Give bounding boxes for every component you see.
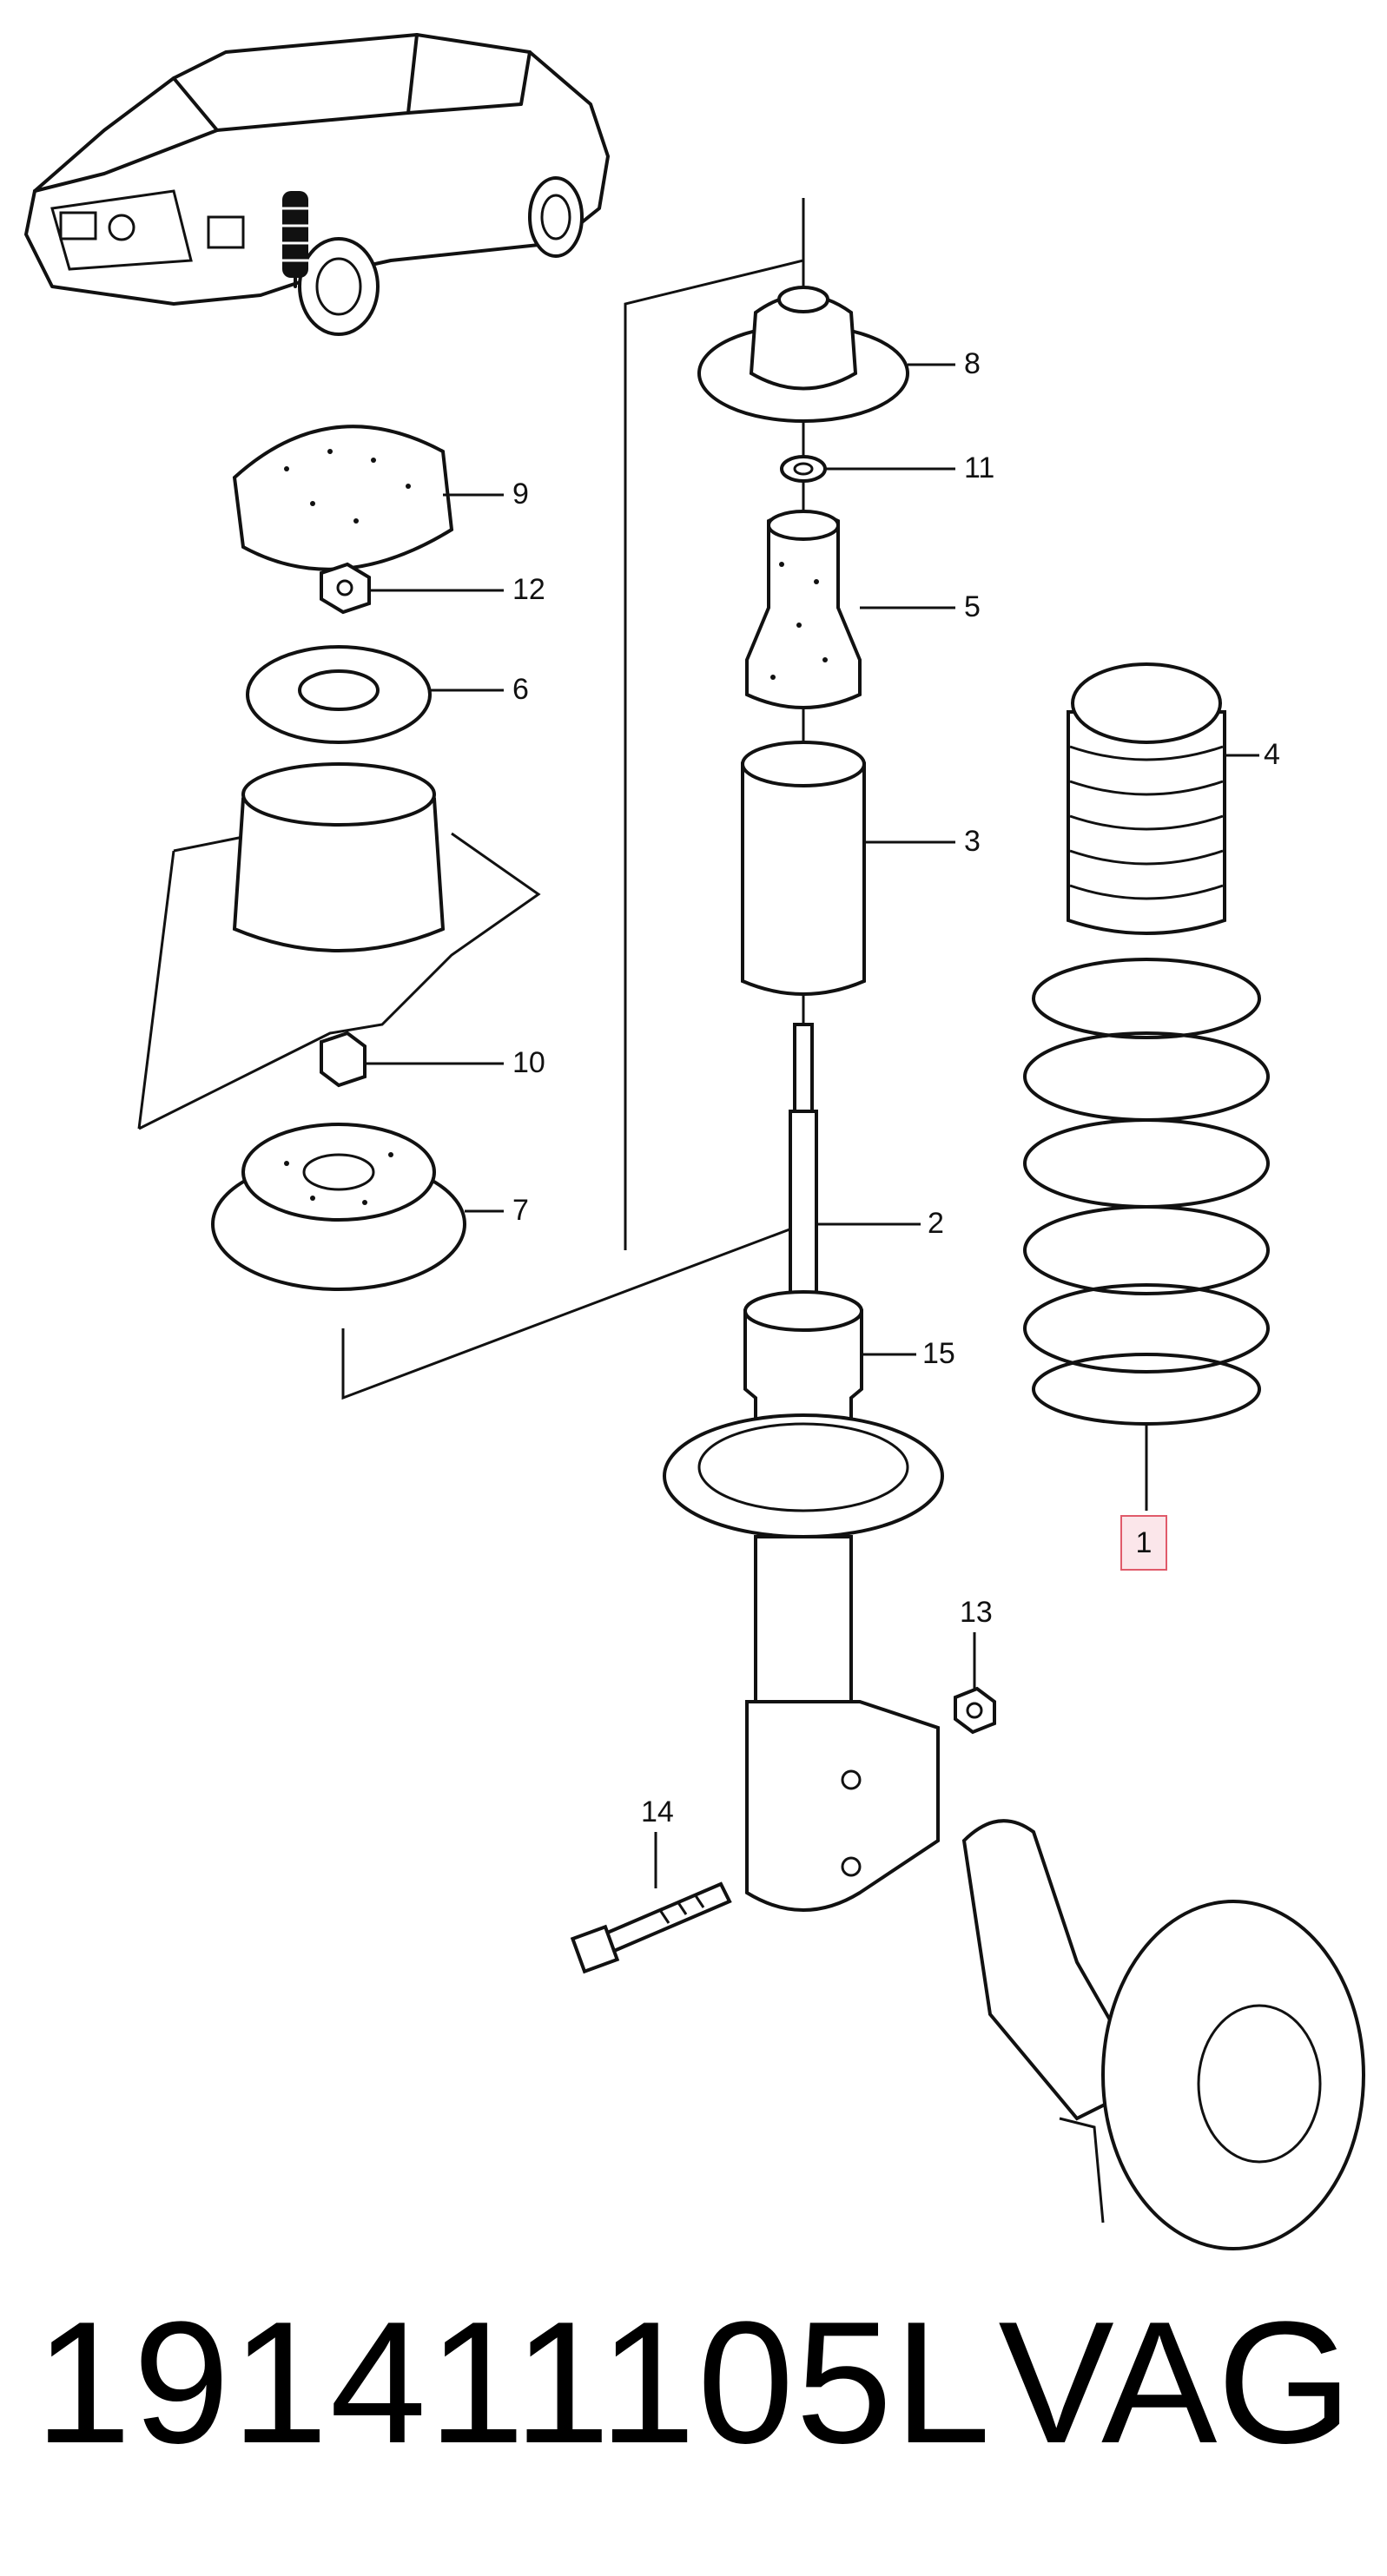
- footer: 191411105L VAG: [0, 2257, 1387, 2576]
- part-10-clip: [320, 1031, 367, 1088]
- strut-highlight-on-car: [282, 191, 308, 278]
- diagram-drawing: [24, 33, 1365, 2250]
- callout-11: 11: [964, 451, 995, 484]
- callout-13: 13: [960, 1596, 993, 1629]
- callout-4: 4: [1264, 738, 1280, 771]
- exploded-parts-diagram: 8 11 5 3 4 1 2 15 9 12 6 10 7 13 14: [24, 33, 1365, 2250]
- part-9-cap: [232, 425, 454, 571]
- callout-6: 6: [512, 673, 529, 706]
- strut-tower-body: [137, 762, 541, 1130]
- part-5-bump-stop: [745, 510, 862, 709]
- callout-10: 10: [512, 1046, 545, 1079]
- part-13-nut: [954, 1686, 996, 1735]
- callout-1-highlighted[interactable]: 1: [1120, 1515, 1167, 1571]
- part-12-nut: [320, 562, 371, 615]
- part-14-bolt: [570, 1881, 732, 1974]
- part-number: 191411105L: [35, 2286, 993, 2480]
- part-1-coil-spring: [1023, 958, 1270, 1426]
- part-15-shock-absorber: [663, 1290, 944, 1912]
- car-illustration: [24, 33, 610, 336]
- part-11-washer: [780, 455, 827, 483]
- part-6-rubber-ring: [246, 645, 432, 744]
- callout-3: 3: [964, 825, 981, 858]
- callout-7: 7: [512, 1194, 529, 1227]
- callout-15: 15: [922, 1337, 955, 1370]
- callout-9: 9: [512, 478, 529, 511]
- part-8-top-mount: [697, 286, 909, 423]
- callout-5: 5: [964, 590, 981, 623]
- leader-lines: [365, 363, 1259, 1888]
- callout-2: 2: [928, 1207, 944, 1240]
- wheel-hub-knuckle: [961, 1819, 1365, 2250]
- callout-12: 12: [512, 573, 545, 606]
- part-4-boot: [1067, 662, 1226, 935]
- brand-name: VAG: [998, 2286, 1352, 2480]
- callout-14: 14: [641, 1795, 674, 1828]
- part-2-piston-rod: [789, 1023, 818, 1304]
- callout-8: 8: [964, 347, 981, 380]
- part-3-dust-tube: [741, 741, 866, 996]
- part-7-mount-bearing: [211, 1123, 466, 1291]
